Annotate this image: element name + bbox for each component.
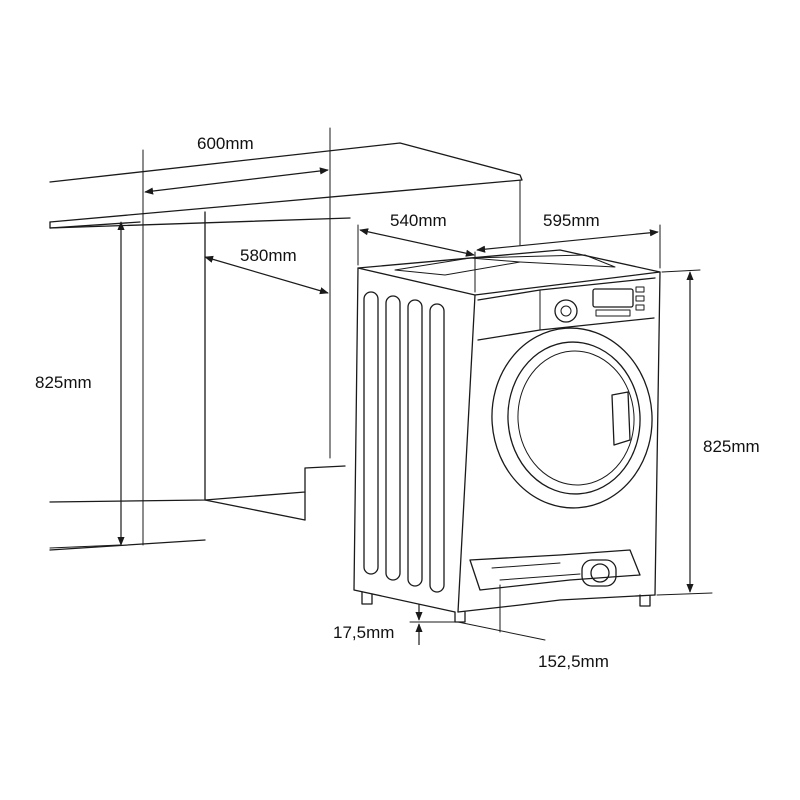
label-niche-height: 825mm <box>35 373 92 392</box>
control-buttons <box>635 286 645 311</box>
washing-machine <box>353 249 661 623</box>
label-foot-height: 17,5mm <box>333 623 394 642</box>
door-ring <box>491 327 653 509</box>
label-machine-height: 825mm <box>703 437 760 456</box>
display-icon <box>592 288 634 317</box>
label-machine-width: 595mm <box>543 211 600 230</box>
dimension-lines <box>117 167 713 645</box>
label-niche-width: 600mm <box>197 134 254 153</box>
side-vents <box>363 291 445 593</box>
label-machine-depth: 540mm <box>390 211 447 230</box>
program-knob-icon <box>554 299 578 323</box>
control-panel <box>554 286 645 323</box>
filter-cap <box>581 559 617 587</box>
label-foot-setback: 152,5mm <box>538 652 609 671</box>
label-niche-depth: 580mm <box>240 246 297 265</box>
